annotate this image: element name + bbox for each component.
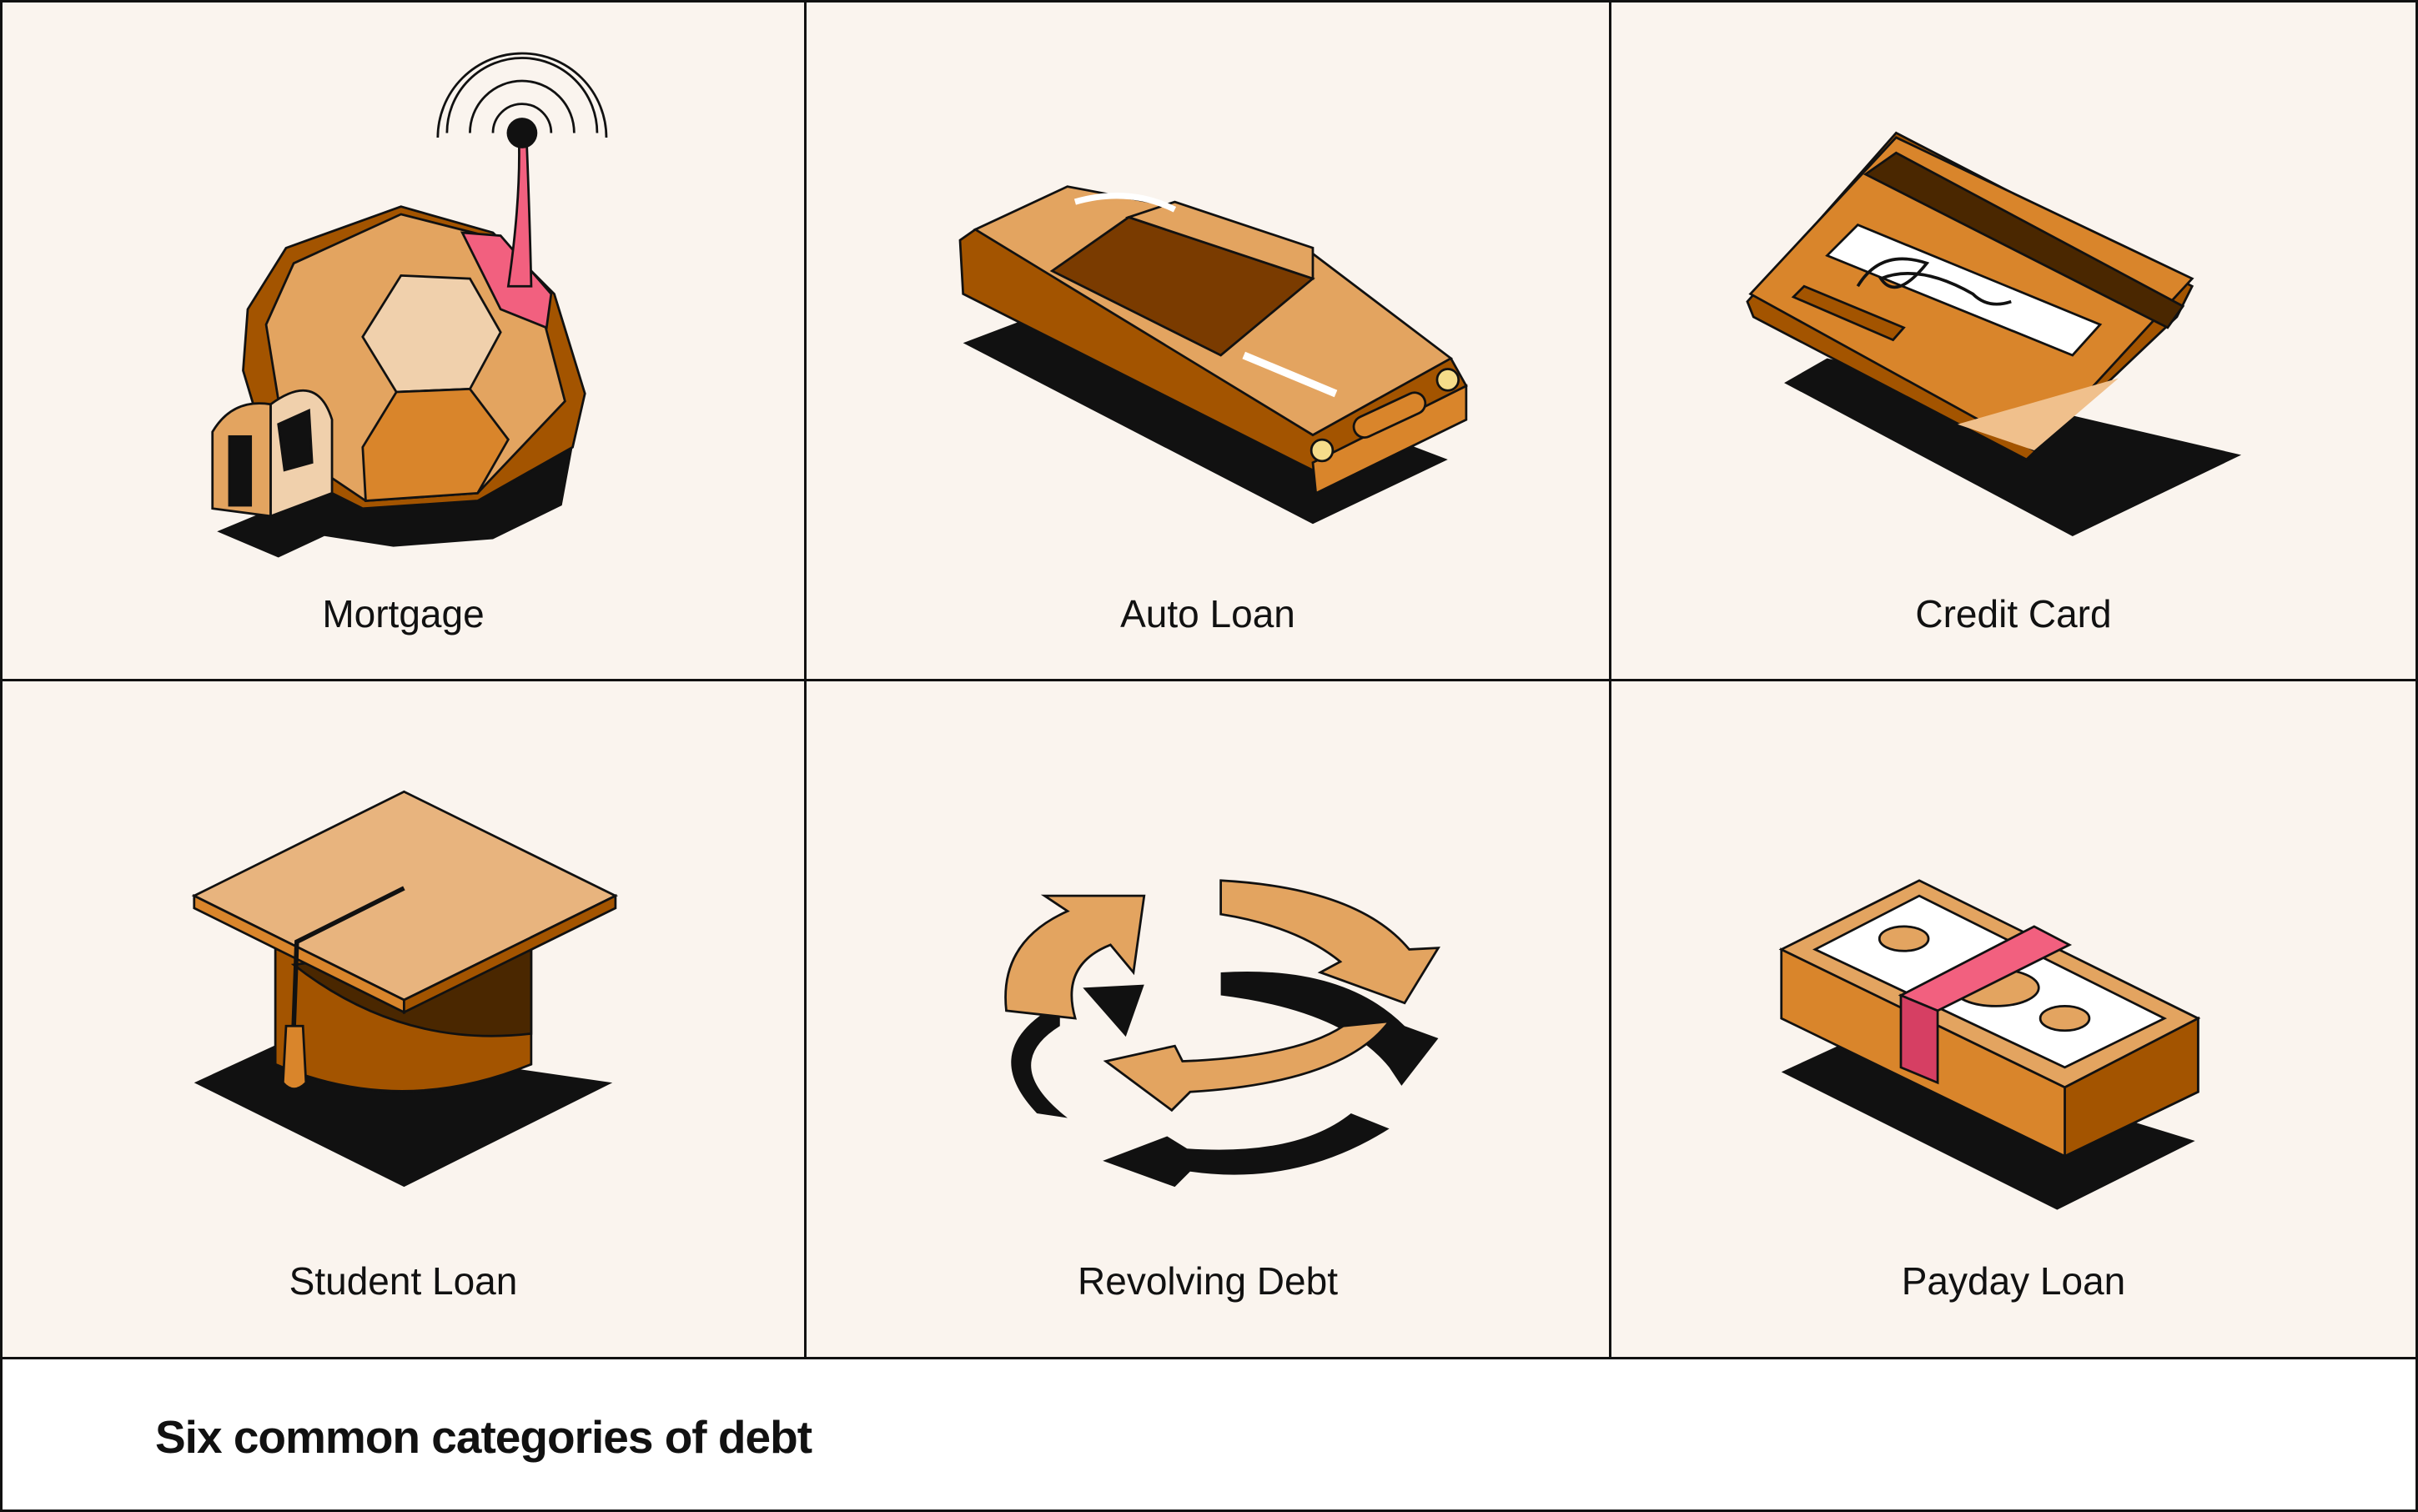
credit-card-icon: [1746, 131, 2242, 536]
category-credit-card: Credit Card: [1611, 3, 2415, 681]
cash-stack-icon: [1778, 879, 2201, 1210]
category-label: Mortgage: [322, 592, 485, 635]
category-revolving-debt: Revolving Debt: [807, 681, 1611, 1359]
category-label: Credit Card: [1915, 592, 2112, 635]
category-auto-loan: Auto Loan: [807, 3, 1611, 681]
dome-house-antenna-icon: [211, 52, 608, 558]
category-label: Auto Loan: [1120, 592, 1295, 635]
circular-arrows-icon: [1004, 879, 1440, 1188]
graduation-cap-icon: [191, 790, 619, 1188]
caption: Six common categories of debt: [155, 1411, 812, 1463]
category-student-loan: Student Loan: [3, 681, 807, 1359]
car-icon: [958, 185, 1468, 525]
category-payday-loan: Payday Loan: [1611, 681, 2415, 1359]
category-mortgage: Mortgage: [3, 3, 807, 681]
category-grid: Mortgage Auto Loan: [3, 3, 2415, 1362]
category-label: Revolving Debt: [1078, 1259, 1338, 1303]
category-label: Payday Loan: [1901, 1259, 2126, 1303]
category-label: Student Loan: [289, 1259, 518, 1303]
